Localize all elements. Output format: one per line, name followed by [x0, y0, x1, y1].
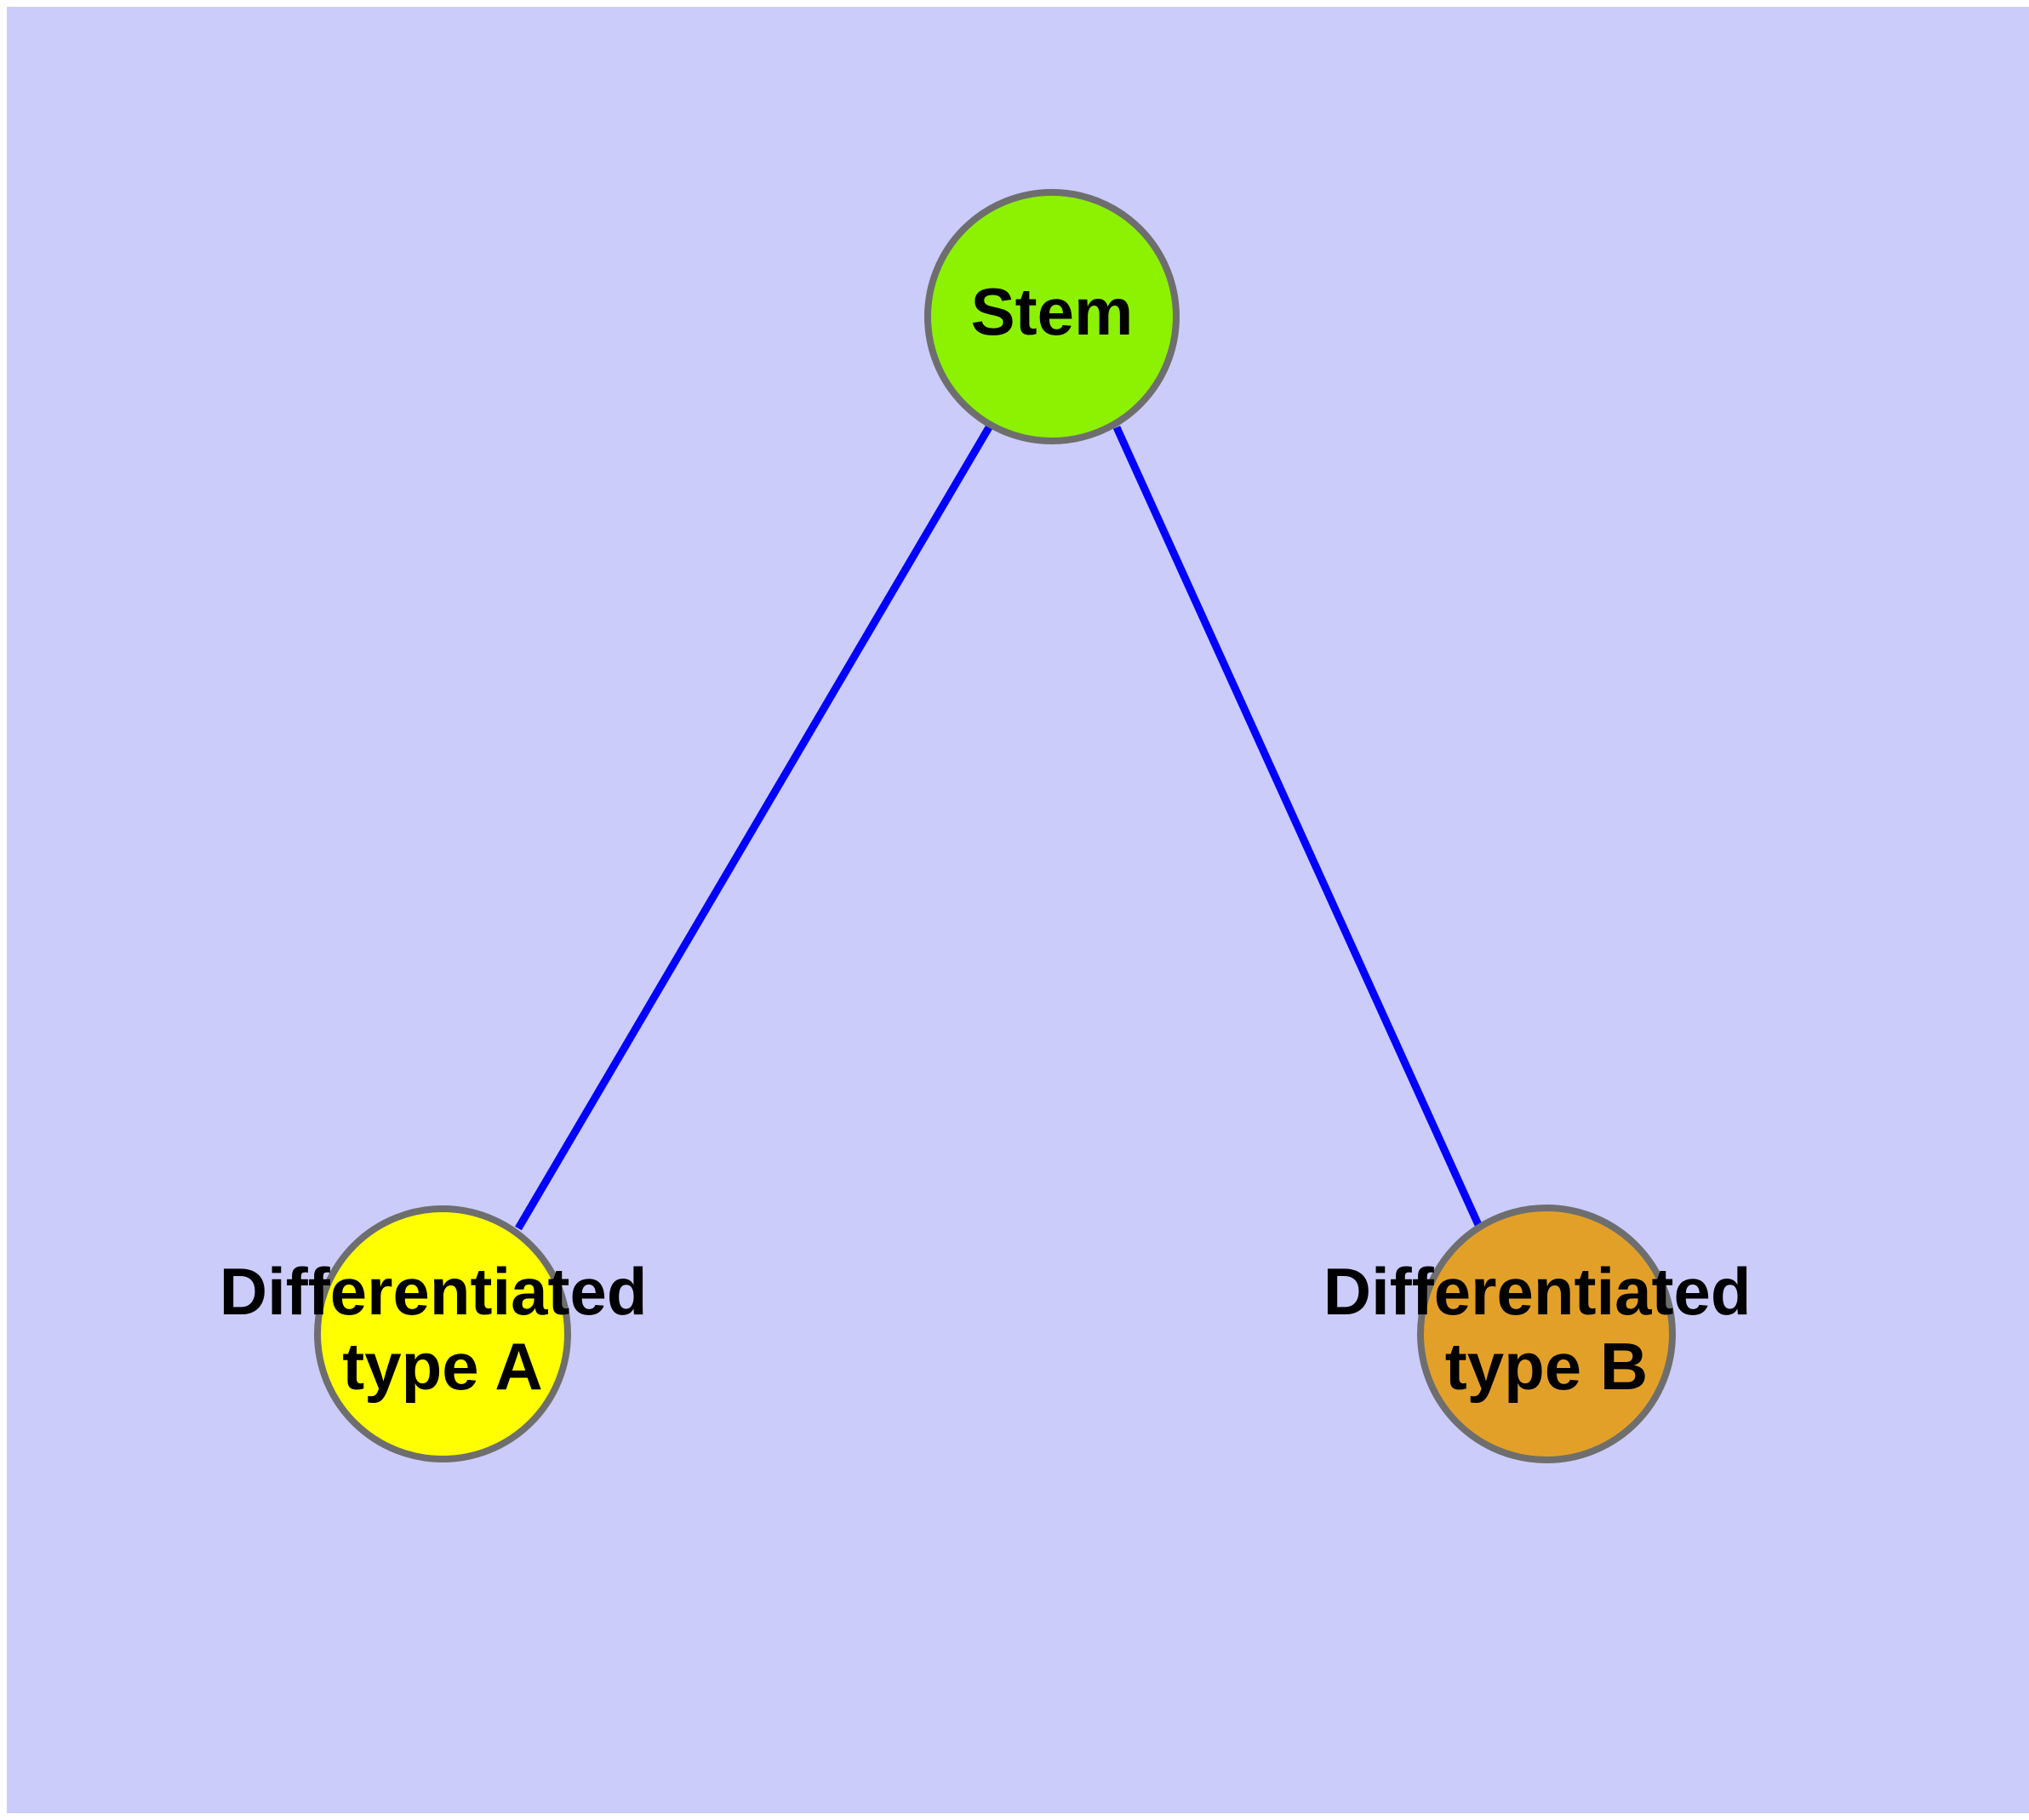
edge-stem-to-diff-a[interactable]	[515, 425, 992, 1231]
node-diff-a-label: Differentiated type A	[220, 1254, 666, 1404]
node-diff-a-label-line-1: Differentiated	[220, 1254, 648, 1329]
nodes-layer: Stem Differentiated type A Differentiate…	[220, 189, 1769, 1463]
node-diff-b-circle[interactable]	[1417, 1205, 1676, 1463]
node-stem-label-line-1: Stem	[971, 274, 1134, 349]
node-diff-b-label-line-2: type B	[1445, 1329, 1648, 1404]
node-diff-b[interactable]: Differentiated type B	[1323, 1205, 1769, 1463]
node-diff-b-label: Differentiated type B	[1323, 1254, 1769, 1404]
node-stem-circle[interactable]	[924, 189, 1180, 444]
edges-layer	[515, 425, 1483, 1231]
node-diff-a-circle[interactable]	[314, 1205, 571, 1462]
node-stem-label: Stem	[971, 274, 1134, 349]
node-stem[interactable]: Stem	[924, 189, 1180, 444]
node-diff-a-label-line-2: type A	[342, 1329, 543, 1404]
node-diff-a[interactable]: Differentiated type A	[220, 1205, 666, 1462]
edge-stem-to-diff-b[interactable]	[1112, 426, 1483, 1228]
node-diff-b-label-line-1: Differentiated	[1323, 1254, 1752, 1329]
